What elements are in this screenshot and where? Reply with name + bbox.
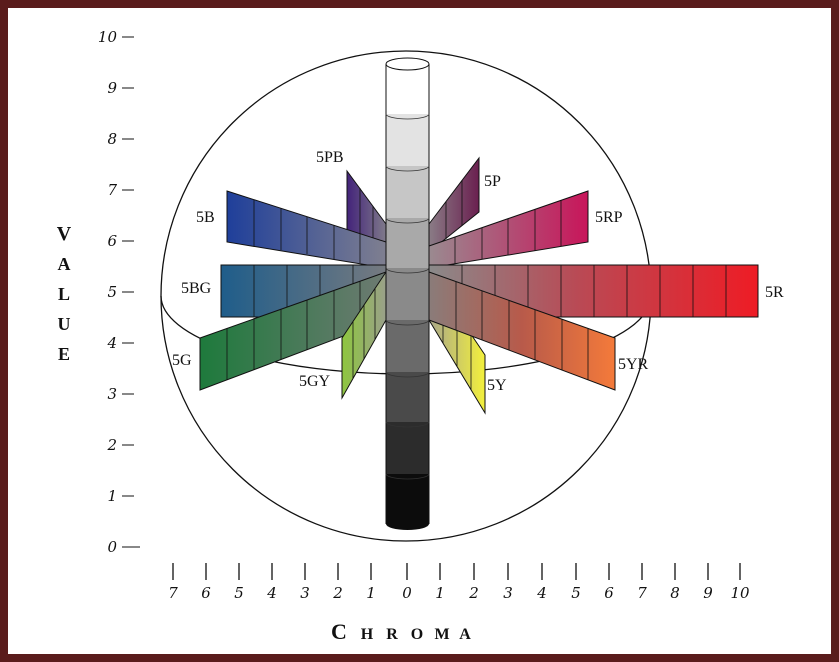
chroma-axis: 7 6 5 4 3 2 1 0 1 2 3 4 5 6 7 8 9 10 [168,563,750,602]
chroma-tick-label: 7 [637,584,647,602]
hue-label-5y: 5Y [487,377,507,394]
chroma-axis-title: C H R O M A [331,619,471,644]
value-title-letter: U [58,314,71,334]
value-tick-label: 6 [107,232,117,250]
hue-label-5pb: 5PB [316,149,344,166]
chroma-tick-label: 3 [503,584,513,602]
chroma-tick-label: 4 [266,584,277,602]
chroma-title-letter: H [361,626,374,643]
neutral-value-column [385,57,430,530]
value-tick-label: 1 [107,487,117,505]
chroma-tick-label: 2 [332,584,343,602]
value-tick-label: 10 [98,28,118,46]
chroma-tick-label: 10 [730,584,750,602]
value-tick-label: 4 [106,334,117,352]
hue-fin-5yr [428,271,616,391]
value-title-letter: A [58,254,71,274]
chroma-tick-label: 6 [604,584,614,602]
chroma-title-letter: A [459,626,471,643]
chroma-tick-label: 5 [234,584,244,602]
value-tick-label: 2 [106,436,117,454]
chroma-tick-label: 5 [571,584,581,602]
value-tick-label: 9 [107,79,117,97]
chroma-title-letter: O [411,626,423,643]
hue-label-5b: 5B [196,209,215,226]
hue-label-5p: 5P [484,173,501,190]
chroma-tick-label: 0 [402,584,412,602]
value-tick-label: 3 [107,385,117,403]
chroma-tick-label: 7 [168,584,178,602]
value-tick-label: 0 [107,538,117,556]
hue-label-5yr: 5YR [618,356,649,373]
value-axis-title: V A L U E [57,223,72,364]
value-tick-label: 7 [107,181,117,199]
chroma-title-letter: M [434,626,449,643]
value-axis: 10 9 8 7 6 5 4 3 2 1 0 [98,28,140,556]
chroma-tick-label: 3 [300,584,310,602]
chroma-tick-label: 1 [366,584,376,602]
value-tick-label: 8 [107,130,117,148]
chroma-title-letter: R [386,626,398,643]
hue-label-5rp: 5RP [595,209,623,226]
hue-label-5gy: 5GY [299,373,331,390]
value-tick-label: 5 [107,283,117,301]
hue-label-5r: 5R [765,284,784,301]
chroma-tick-label: 9 [703,584,713,602]
chroma-tick-label: 4 [536,584,547,602]
chroma-tick-label: 2 [468,584,479,602]
hue-label-5g: 5G [172,352,192,369]
hue-label-5bg: 5BG [181,280,212,297]
chroma-tick-label: 6 [201,584,211,602]
chroma-title-letter: C [331,619,347,644]
value-title-letter: E [58,344,70,364]
value-title-letter: V [57,223,72,245]
chroma-tick-label: 1 [435,584,445,602]
value-title-letter: L [58,284,70,304]
chroma-tick-label: 8 [670,584,680,602]
hue-fin-5gy [341,270,387,400]
